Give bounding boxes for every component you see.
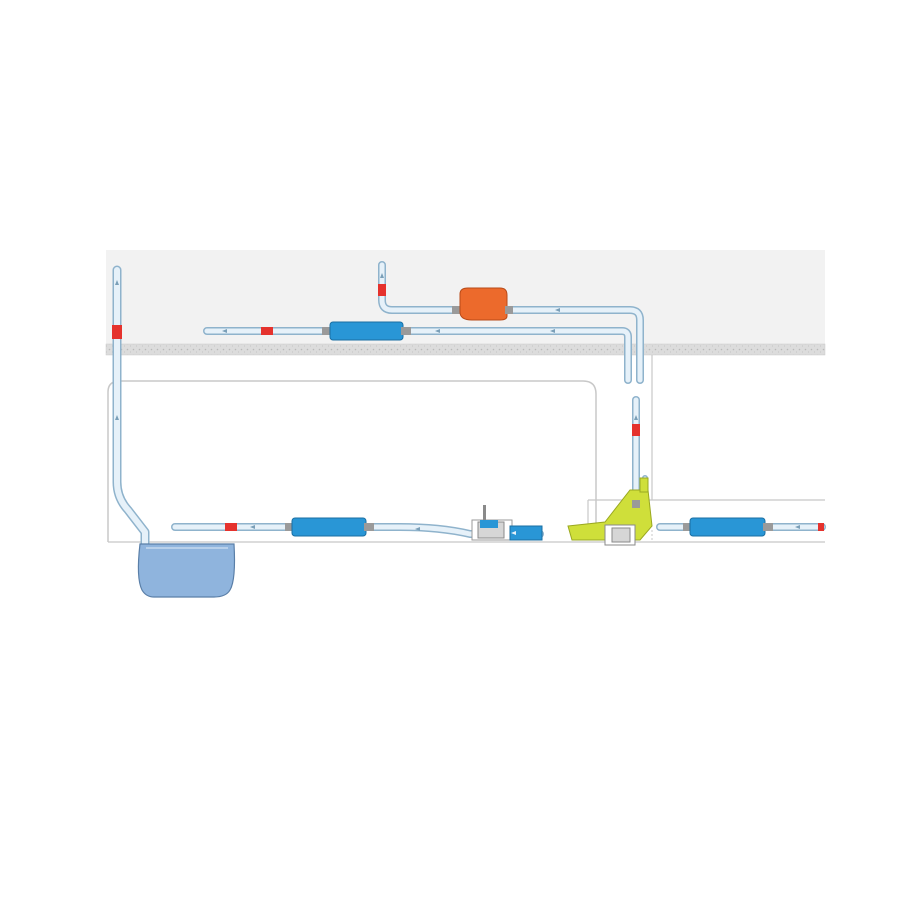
flow-arrow-icon [380,273,384,278]
pump-head-icon [480,520,498,528]
orange-pump-icon [459,287,508,321]
flow-arrow-icon [115,415,119,420]
flow-arrow-icon [555,308,560,312]
orange-condensate-pump [452,287,513,321]
inline-pump-fitting [471,505,543,541]
check-valve-icon [818,523,824,531]
flow-arrow-icon [250,525,255,529]
check-valve-icon [112,325,122,339]
room-cabinet [107,380,597,542]
inline-filter-right [683,517,773,537]
flow-arrow-icon [511,531,516,535]
inline-filter-ceiling [322,321,411,341]
check-valve-icon [632,424,640,436]
flow-arrow-icon [222,329,227,333]
yellow-condensate-pump [567,477,653,546]
filter-icon [689,517,766,537]
check-valve-icon [225,523,237,531]
tank-icon [137,543,236,598]
flow-arrow-icon [435,329,440,333]
filter-icon [329,321,404,341]
flow-arrow-icon [415,527,420,531]
check-valve-icon [378,284,386,296]
flow-arrow-icon [634,415,638,420]
collection-tank [137,543,236,598]
inline-filter-room [285,517,374,537]
valves [112,284,824,531]
ceiling-slab [105,343,826,356]
flow-arrow-icon [795,525,800,529]
filter-icon [291,517,367,537]
flow-arrow-icon [115,280,119,285]
check-valve-icon [261,327,273,335]
flow-arrow-icon [550,329,555,333]
